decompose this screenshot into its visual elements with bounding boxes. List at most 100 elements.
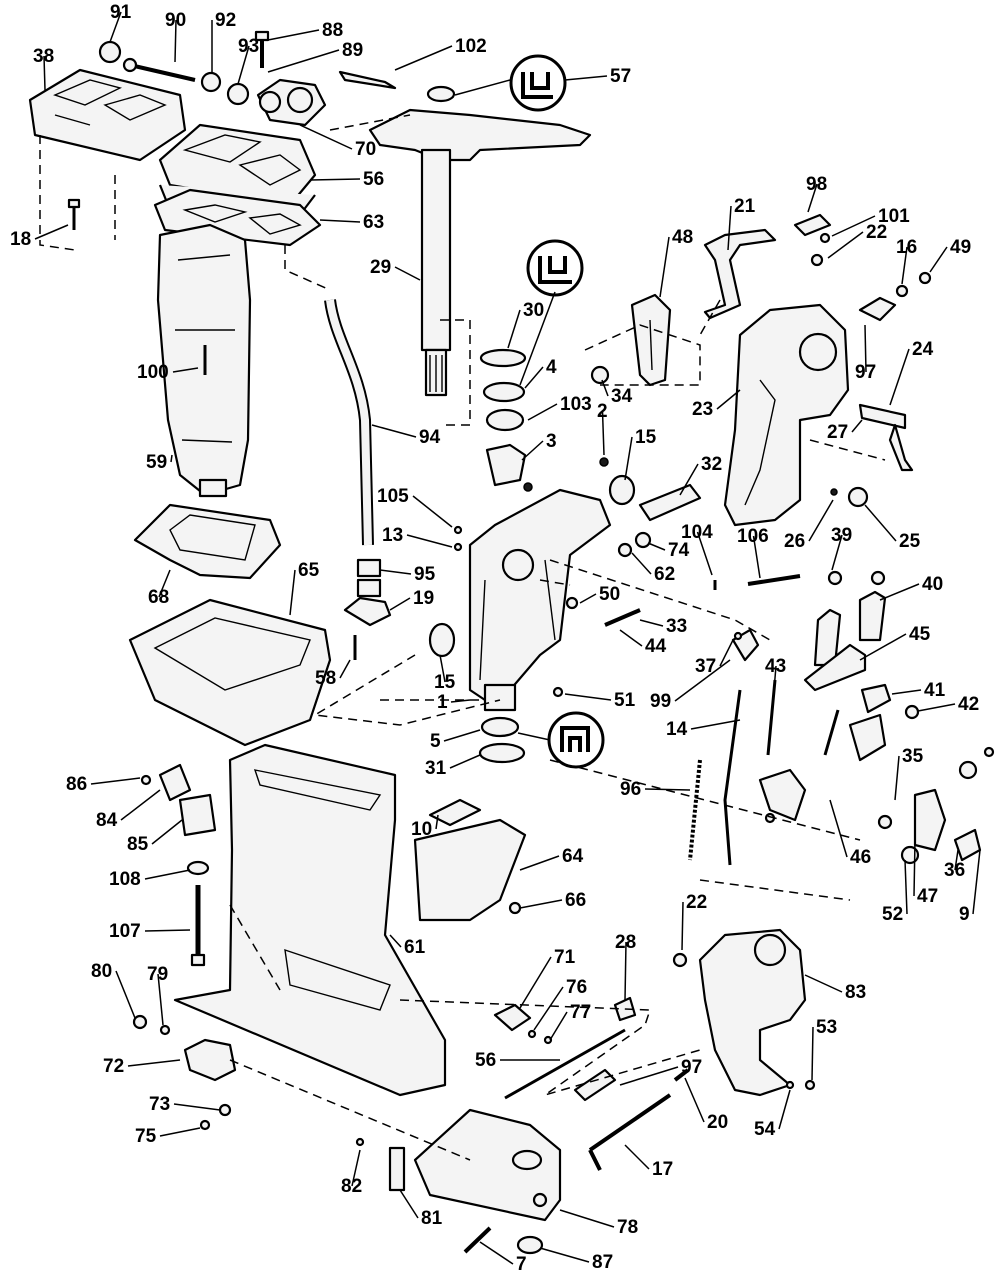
washer-16 [895,284,909,298]
leader-line-37 [719,639,734,667]
part-label-94: 94 [419,427,441,448]
nut-49 [918,271,932,285]
part-label-90: 90 [165,10,186,31]
cap-39 [827,570,843,586]
part-label-59: 59 [146,452,167,473]
part-label-22: 22 [866,222,887,243]
leader-line-88 [267,29,320,41]
spring-96 [688,759,702,861]
part-label-63: 63 [363,212,384,233]
leader-sealant [519,291,556,386]
seal-57 [426,85,456,103]
leader-line-14 [690,719,741,730]
leader-line-45 [859,633,907,661]
part-label-45: 45 [909,624,931,645]
swivel-bracket-1 [468,488,612,712]
leader-line-83 [804,974,843,993]
part-label-23: 23 [692,399,713,420]
seal-4 [482,381,526,403]
stud-107 [190,885,206,967]
plate-81 [388,1146,406,1192]
leader-line-44 [619,629,643,647]
adhesive-icon [547,711,605,769]
spring-20 [673,1068,690,1082]
part-label-77: 77 [570,1002,591,1023]
rod-14 [723,689,742,866]
part-label-50: 50 [599,584,620,605]
rod-17 [588,1093,672,1171]
part-label-102: 102 [455,36,487,57]
part-label-9: 9 [959,904,970,925]
part-label-37: 37 [695,656,716,677]
part-label-18: 18 [10,229,31,250]
leader-line-91 [109,11,122,43]
screw-86 [140,774,152,786]
switch-72 [183,1038,237,1082]
leader-line-89 [267,49,340,73]
part-label-78: 78 [617,1217,638,1238]
part-label-7: 7 [516,1254,527,1274]
part-label-65: 65 [298,560,320,581]
fitting-2b [523,482,533,492]
leader-line-27 [851,419,863,433]
leader-line-73 [173,1103,221,1111]
leader-line-62 [631,552,652,575]
leader-line-25 [864,504,897,542]
fitting-2 [599,457,609,467]
part-label-61: 61 [404,937,426,958]
leader-line-72 [127,1059,181,1067]
bracket-19 [343,596,392,627]
lower-pan-65 [128,598,332,747]
part-label-74: 74 [668,540,690,561]
clamp-bracket-28 [698,928,807,1097]
part-label-79: 79 [147,964,168,985]
washer-79 [159,1024,171,1036]
leader-line-28 [624,941,627,1001]
leader-line-70 [299,124,353,150]
part-label-88: 88 [322,20,343,41]
leader-line-29 [394,266,421,281]
part-label-85: 85 [127,834,149,855]
part-label-38: 38 [33,46,54,67]
grommet-95b [356,578,382,598]
part-label-3: 3 [546,431,557,452]
part-label-103: 103 [560,394,592,415]
label-leaders [34,11,981,1265]
leader-line-84 [120,789,161,821]
part-label-53: 53 [816,1017,837,1038]
pin-106 [747,574,801,586]
leader-line-100 [172,367,199,373]
leader-line-77 [549,1011,568,1041]
leader-57-line [454,79,511,96]
leader-line-61 [389,934,402,948]
leader-line-103 [527,403,558,421]
leader-line-49 [929,246,948,273]
leader-line-76 [533,986,564,1031]
leader-line-15 [624,436,633,481]
leader-line-99 [674,659,731,702]
screw-76 [527,1029,537,1039]
leader-line-66 [519,899,563,909]
lever-44 [848,713,887,762]
leader-line-26 [808,499,834,542]
part-label-29: 29 [370,257,391,278]
leader-line-50 [579,593,597,604]
leader-line-34 [601,379,609,397]
leader-line-71 [519,956,552,1009]
screw-42 [904,704,920,720]
part-label-54: 54 [754,1119,776,1140]
spring-40 [813,608,842,667]
pin-33 [604,608,641,627]
rod-56 [504,1028,626,1100]
part-label-71: 71 [554,947,576,968]
bolt-35 [877,814,893,830]
leader-line-43 [773,665,777,691]
leader-line-87 [539,1247,590,1263]
leader-line-23 [716,389,741,410]
leader-line-7 [479,1241,514,1265]
washer-15b [428,622,456,658]
leader-line-86 [90,777,141,785]
part-label-36: 36 [944,860,965,881]
leader-line-102 [394,45,453,71]
pin-36 [953,828,982,862]
